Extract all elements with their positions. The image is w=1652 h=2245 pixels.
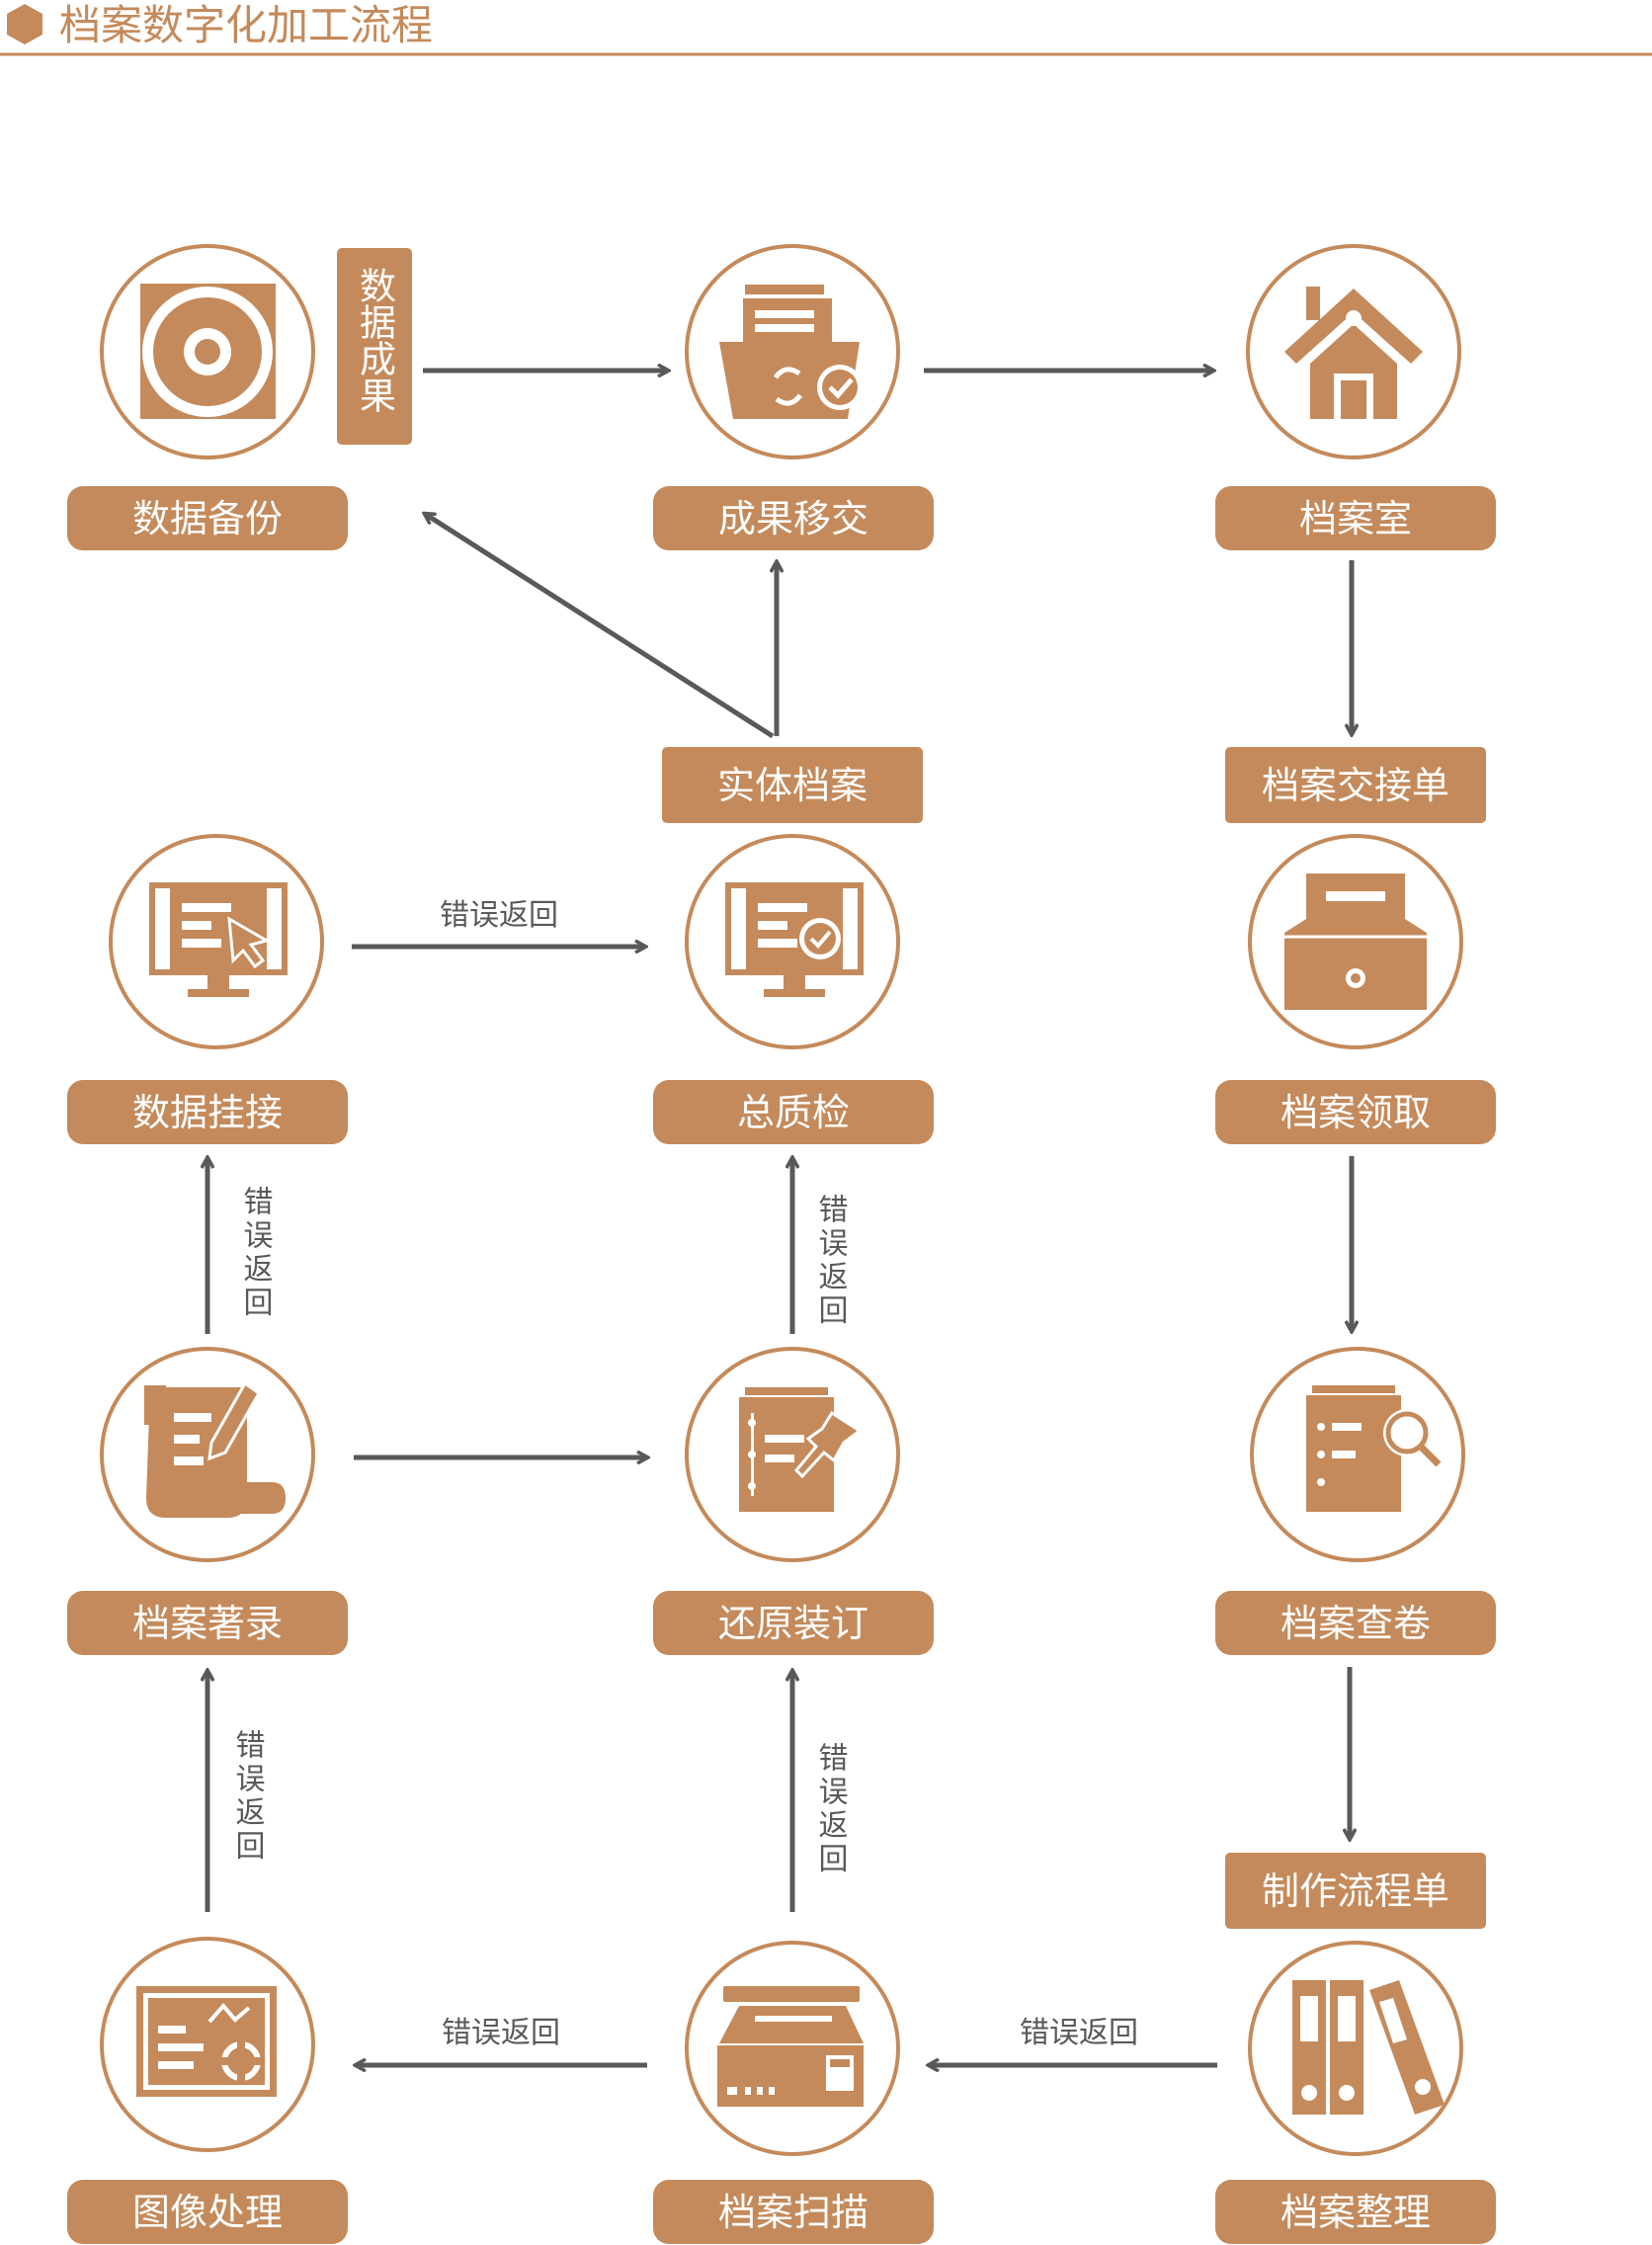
node-label-backup: 数据备份 <box>67 486 348 550</box>
file-pin-icon <box>739 1387 863 1512</box>
node-label-catalog-text: 档案著录 <box>132 1602 283 1645</box>
tag-data-result: 数据成果 <box>337 248 412 445</box>
error-return-label: 错误返回 <box>813 1742 849 1876</box>
node-label-review: 档案查卷 <box>1215 1591 1496 1655</box>
monitor-cursor-icon <box>149 882 288 997</box>
monitor-check-icon <box>725 882 864 997</box>
error-return-label: 错误返回 <box>813 1194 849 1328</box>
node-label-restore-text: 还原装订 <box>718 1602 868 1645</box>
page-title: 档案数字化加工流程 <box>59 1 433 49</box>
node-label-organize: 档案整理 <box>1215 2180 1496 2244</box>
node-label-room: 档案室 <box>1215 486 1496 550</box>
node-label-link: 数据挂接 <box>67 1080 348 1144</box>
hexagon-icon <box>7 4 42 44</box>
tag-process-sheet: 制作流程单 <box>1225 1853 1486 1929</box>
tag-physical-archive-label: 实体档案 <box>717 764 867 807</box>
node-label-qc: 总质检 <box>653 1080 934 1144</box>
scanner-icon <box>717 1986 864 2107</box>
node-label-image: 图像处理 <box>67 2180 348 2244</box>
error-return-label: 错误返回 <box>238 1186 274 1320</box>
node-label-backup-text: 数据备份 <box>132 497 283 540</box>
image-gear-icon <box>136 1986 277 2097</box>
node-label-scan-text: 档案扫描 <box>718 2191 868 2234</box>
error-return-label: 错误返回 <box>440 898 558 933</box>
node-label-restore: 还原装订 <box>653 1591 934 1655</box>
node-label-review-text: 档案查卷 <box>1280 1602 1431 1645</box>
node-label-scan: 档案扫描 <box>653 2180 934 2244</box>
arrow-physical-to-backup <box>425 514 775 739</box>
error-return-label: 错误返回 <box>230 1729 266 1864</box>
folder-sync-icon <box>719 285 863 419</box>
binders-icon <box>1292 1980 1445 2115</box>
page-header: 档案数字化加工流程 <box>0 1 1652 56</box>
error-return-labels: 错误返回 错误返回 错误返回 错误返回 错误返回 错误返回 错误返回 <box>230 898 1139 2050</box>
scroll-pen-icon <box>144 1380 286 1518</box>
error-return-label: 错误返回 <box>442 2016 560 2050</box>
node-label-qc-text: 总质检 <box>737 1091 850 1134</box>
tag-data-result-label: 数据成果 <box>354 267 396 413</box>
node-label-organize-text: 档案整理 <box>1280 2191 1431 2234</box>
node-label-catalog: 档案著录 <box>67 1591 348 1655</box>
node-label-image-text: 图像处理 <box>132 2191 283 2234</box>
node-label-room-text: 档案室 <box>1299 497 1412 540</box>
disc-icon <box>140 284 276 419</box>
node-label-link-text: 数据挂接 <box>132 1091 283 1134</box>
file-search-icon <box>1306 1385 1442 1512</box>
house-icon <box>1284 287 1423 419</box>
node-label-receive: 档案领取 <box>1215 1080 1496 1144</box>
archive-box-icon <box>1284 873 1427 1010</box>
flow-arrows <box>207 371 1352 2065</box>
tag-handover-sheet: 档案交接单 <box>1225 747 1486 823</box>
tag-process-sheet-label: 制作流程单 <box>1262 1870 1449 1913</box>
node-label-transfer: 成果移交 <box>653 486 934 550</box>
node-label-receive-text: 档案领取 <box>1280 1091 1431 1134</box>
tag-handover-sheet-label: 档案交接单 <box>1262 764 1449 807</box>
node-label-transfer-text: 成果移交 <box>718 497 868 540</box>
error-return-label: 错误返回 <box>1020 2016 1138 2050</box>
tag-physical-archive: 实体档案 <box>662 747 923 823</box>
